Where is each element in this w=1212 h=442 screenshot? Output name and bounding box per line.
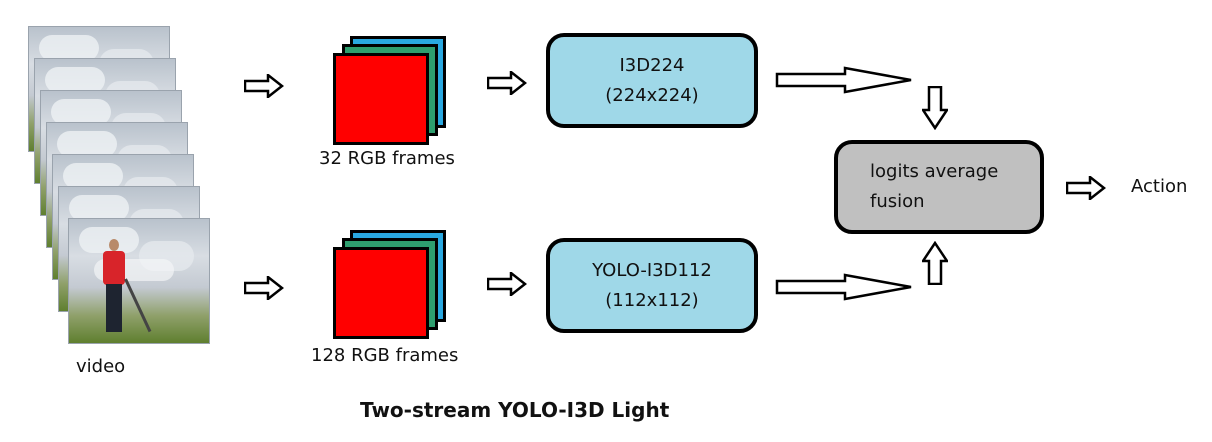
arrow-right-icon — [244, 276, 284, 300]
diagram-caption: Two-stream YOLO-I3D Light — [360, 398, 670, 422]
arrow-right-icon — [244, 74, 284, 98]
logits-fusion-box: logits average fusion — [834, 140, 1044, 234]
arrow-right-icon — [487, 272, 527, 296]
action-label: Action — [1131, 176, 1188, 197]
long-arrow-right-icon — [775, 273, 912, 301]
frames-bottom-label: 128 RGB frames — [311, 345, 459, 366]
arrow-down-icon — [922, 86, 948, 130]
arrow-right-icon — [1066, 176, 1106, 200]
arrow-right-icon — [487, 71, 527, 95]
fusion-line2: fusion — [870, 191, 925, 212]
long-arrow-right-icon — [775, 66, 912, 94]
stream-bottom-name: YOLO-I3D112 — [592, 259, 712, 281]
fusion-line1: logits average — [870, 161, 999, 182]
rgb-frame-red — [333, 53, 429, 145]
arrow-up-icon — [922, 241, 948, 285]
rgb-frame-red — [333, 247, 429, 339]
golfer-figure — [97, 239, 152, 339]
yolo-i3d112-stream-box: YOLO-I3D112 (112x112) — [546, 238, 758, 333]
stream-top-resolution: (224x224) — [605, 84, 699, 106]
video-label: video — [76, 356, 126, 377]
i3d224-stream-box: I3D224 (224x224) — [546, 33, 758, 128]
stream-bottom-resolution: (112x112) — [605, 289, 699, 311]
stream-top-name: I3D224 — [619, 54, 685, 76]
video-frame-front — [68, 218, 210, 344]
frames-top-label: 32 RGB frames — [319, 148, 455, 169]
